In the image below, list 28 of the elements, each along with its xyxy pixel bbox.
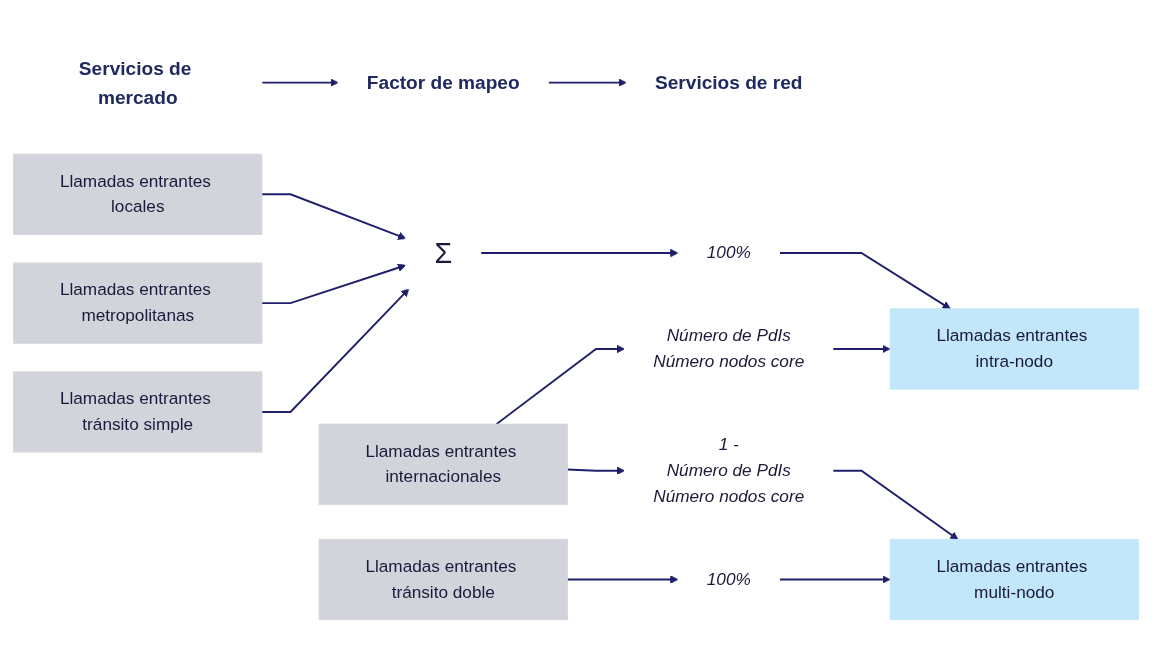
node-text: Σ bbox=[434, 237, 453, 270]
node-text: 100% bbox=[706, 243, 751, 263]
arrow bbox=[831, 470, 959, 541]
node-text: 1 - Número de PdIs Número nodos core bbox=[653, 435, 805, 506]
node-box: Llamadas entrantes multi-nodo bbox=[889, 539, 1139, 621]
node-text: Servicios de red bbox=[654, 72, 803, 94]
arrow bbox=[831, 345, 891, 354]
node-box: Llamadas entrantes intra-nodo bbox=[889, 308, 1139, 390]
node-box: Llamadas entrantes tránsito simple bbox=[13, 371, 263, 453]
arrow bbox=[260, 78, 339, 88]
arrow bbox=[566, 575, 679, 585]
arrow bbox=[778, 575, 891, 585]
arrow bbox=[260, 288, 410, 414]
node-text: 100% bbox=[706, 569, 751, 589]
node-box: Llamadas entrantes tránsito doble bbox=[318, 539, 568, 621]
arrow bbox=[566, 466, 626, 476]
arrow bbox=[260, 264, 407, 305]
arrow bbox=[260, 193, 407, 241]
node-text: Servicios de mercado bbox=[78, 58, 192, 108]
arrow bbox=[778, 252, 951, 310]
arrow bbox=[495, 345, 626, 426]
node-box: Llamadas entrantes internacionales bbox=[318, 424, 568, 506]
arrow bbox=[479, 249, 679, 258]
arrow bbox=[547, 78, 627, 88]
node-text: Factor de mapeo bbox=[366, 72, 520, 94]
node-box: Llamadas entrantes metropolitanas bbox=[13, 262, 263, 345]
node-box: Llamadas entrantes locales bbox=[13, 154, 263, 236]
node-text: Número de PdIs Número nodos core bbox=[653, 326, 805, 372]
